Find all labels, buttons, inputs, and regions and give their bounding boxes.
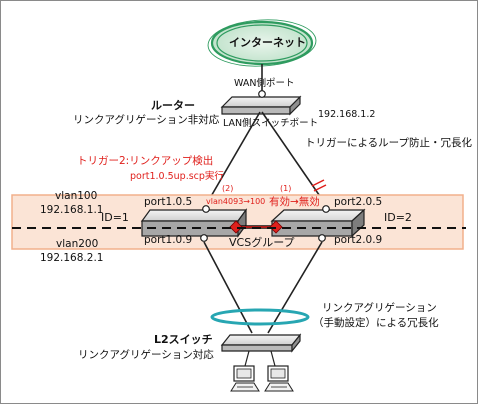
l2-switch-note: リンクアグリゲーション対応: [78, 349, 214, 361]
l2-switch-icon: [220, 333, 302, 353]
vlan100-ip: 192.168.1.1: [40, 204, 104, 216]
trigger-script: port1.0.5up.scp実行: [130, 171, 224, 182]
vlan200-name: vlan200: [56, 238, 99, 250]
pc-1-icon: [230, 365, 260, 392]
vcs-switch-right-icon: [270, 208, 366, 238]
pc-2-icon: [264, 365, 294, 392]
router-note: リンクアグリゲーション非対応: [73, 114, 220, 126]
port-1-0-9-marker: [200, 234, 208, 242]
vcs-left-id: ID=1: [101, 211, 129, 224]
lag-note-line2: （手動設定）による冗長化: [313, 317, 439, 329]
port-2-0-5-label: port2.0.5: [334, 196, 383, 208]
link-right-l2: [267, 241, 323, 334]
stack-port-left-marker: [229, 220, 243, 234]
port-2-0-9-label: port2.0.9: [334, 234, 383, 246]
router-ip: 192.168.1.2: [318, 109, 376, 120]
lan-port-label: LAN側スイッチポート: [223, 118, 319, 129]
port-2-0-9-marker: [318, 234, 326, 242]
vcs-switch-left-icon: [140, 208, 248, 238]
stack-port-right-marker: [269, 220, 283, 234]
link-aggregation-ring: [210, 308, 310, 326]
wan-port-label: WAN側ポート: [234, 78, 295, 89]
disabled-link-marker: [311, 179, 327, 192]
link-router-left: [205, 111, 261, 206]
step-2-number: (2): [222, 184, 234, 193]
port-1-0-5-marker: [202, 205, 210, 213]
trigger-loop-note: トリガーによるループ防止・冗長化: [305, 137, 473, 149]
vcs-group-label: VCSグループ: [229, 236, 295, 249]
internet-cloud-icon: [207, 19, 317, 67]
link-l2-pc1: [244, 350, 250, 367]
port-1-0-9-label: port1.0.9: [144, 234, 193, 246]
port-2-0-5-marker: [322, 205, 330, 213]
router-name: ルーター: [151, 99, 195, 112]
vlan100-name: vlan100: [55, 190, 98, 202]
link-left-l2: [203, 241, 253, 334]
link-l2-pc2: [270, 350, 276, 367]
router-wan-port-marker: [258, 90, 266, 98]
step-1-number: (1): [280, 184, 292, 193]
internet-label: インターネット: [229, 36, 306, 49]
router-icon: [220, 95, 302, 116]
l2-switch-name: L2スイッチ: [154, 333, 213, 346]
step-1-text: 有効→無効: [269, 196, 320, 208]
lag-note-line1: リンクアグリゲーション: [322, 302, 437, 314]
vlan200-ip: 192.168.2.1: [40, 252, 104, 264]
vcs-right-id: ID=2: [384, 211, 412, 224]
trigger-title: トリガー2:リンクアップ検出: [77, 155, 214, 167]
step-2-text: vlan4093→100: [206, 197, 266, 206]
port-1-0-5-label: port1.0.5: [144, 196, 193, 208]
